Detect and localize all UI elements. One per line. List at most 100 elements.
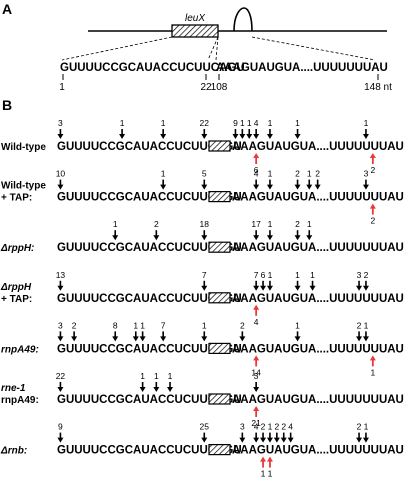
row-1-top-arrow-head	[246, 134, 253, 139]
row-2-bottom-count: 2	[370, 216, 375, 226]
pos-22: 22	[200, 82, 212, 93]
row-3-top-arrow-head	[112, 235, 119, 241]
terminator-hairpin	[233, 7, 253, 32]
row-3-top-count: 2	[154, 219, 159, 229]
row-3-top-arrow-head	[153, 235, 160, 241]
row-7-top-arrow-head	[362, 437, 369, 443]
row-7-top-arrow-head	[253, 437, 260, 443]
panel-a-seq-right: AAAGUAUGUA....UUUUUUUAU	[216, 62, 388, 74]
row-2-top-arrow-head	[306, 184, 313, 190]
row-6-top-count: 1	[140, 371, 145, 381]
row-1-top-arrow-head	[232, 134, 239, 139]
zoom-line-4	[251, 36, 376, 61]
row-5-top-arrow-head	[356, 336, 363, 342]
row-1-leux-box	[208, 140, 231, 152]
row-5-top-count: 2	[72, 320, 77, 330]
row-7-top-count: 2	[281, 422, 286, 432]
row-5-top-count: 8	[113, 320, 118, 330]
row-1-top-count: 1	[120, 118, 125, 128]
row-7-label: Δrnb:	[0, 446, 27, 457]
row-4-bottom-arrow-head	[253, 304, 260, 310]
row-3-seq-left: GUUUUCCGCAUACCUCUUCAGU	[57, 242, 242, 254]
row-4-label: + TAP:	[1, 294, 32, 305]
row-7-top-count: 2	[357, 422, 362, 432]
row-2-top-arrow-head	[294, 184, 301, 190]
row-3-seq-right: AAAGUAUGUA....UUUUUUUAU	[232, 242, 404, 254]
zoom-line-3	[215, 36, 219, 61]
row-6-top-count: 1	[168, 371, 173, 381]
row-5-bottom-count: 1	[370, 367, 375, 377]
row-6-leux-box	[208, 393, 231, 405]
row-1-top-count: 1	[268, 118, 273, 128]
row-7-top-arrow-head	[260, 437, 267, 443]
row-5-bottom-arrow-head	[369, 355, 376, 361]
row-1-seq-left: GUUUUCCGCAUACCUCUUCAGU	[57, 141, 242, 153]
row-4-seq-right: AAAGUAUGUA....UUUUUUUAU	[232, 293, 404, 305]
row-5-top-arrow-head	[132, 336, 139, 342]
row-2-seq-left: GUUUUCCGCAUACCUCUUCAGU	[57, 192, 242, 204]
row-7-top-arrow-head	[287, 437, 294, 443]
row-7-top-arrow-head	[57, 437, 64, 443]
row-1-top-count: 3	[58, 118, 63, 128]
row-4-bottom-count: 4	[254, 317, 259, 327]
row-3-top-arrow-head	[306, 235, 313, 241]
row-2-top-arrow-head	[266, 184, 273, 190]
row-5-top-count: 1	[364, 320, 369, 330]
row-5-label: rnpA49:	[1, 344, 39, 355]
row-5-leux-box	[208, 342, 231, 354]
row-5-bottom-count: 14	[251, 367, 261, 377]
row-7-bottom-count: 1	[261, 469, 266, 479]
row-2-top-count: 5	[202, 169, 207, 179]
row-1-top-count: 9	[233, 118, 238, 128]
row-4-top-arrow-head	[309, 285, 316, 291]
row-4-top-count: 1	[268, 270, 273, 280]
row-5-top-count: 2	[240, 320, 245, 330]
row-4-top-count: 3	[357, 270, 362, 280]
row-7-leux-box	[208, 444, 231, 456]
row-7-bottom-arrow-head	[266, 456, 273, 462]
row-2-label: + TAP:	[1, 193, 32, 204]
row-5-top-count: 1	[133, 320, 138, 330]
row-1-seq-right: AAAGUAUGUA....UUUUUUUAU	[232, 141, 404, 153]
row-6-label: rnpA49:	[1, 395, 39, 406]
row-7-seq-right: AAAGUAUGUA....UUUUUUUAU	[232, 445, 404, 457]
row-2-top-count: 1	[307, 169, 312, 179]
row-6-top-arrow-head	[167, 387, 174, 392]
row-2-top-count: 4	[254, 169, 259, 179]
panel-b-label: B	[2, 97, 12, 113]
row-5-bottom-arrow-head	[253, 355, 260, 361]
row-5-seq-right: AAAGUAUGUA....UUUUUUUAU	[232, 343, 404, 355]
row-1-top-arrow-head	[201, 134, 208, 139]
row-4-top-count: 7	[254, 270, 259, 280]
row-2-label: Wild-type	[1, 181, 46, 192]
row-5-top-arrow-head	[160, 336, 167, 342]
row-3-leux-box	[208, 241, 231, 253]
row-5-top-count: 1	[295, 320, 300, 330]
row-1-top-arrow-head	[294, 134, 301, 139]
row-3-top-count: 1	[113, 219, 118, 229]
panel-a-seq-left: GUUUUCCGCAUACCUCUUCAGU	[60, 62, 245, 74]
row-4-top-arrow-head	[253, 285, 260, 291]
row-2-top-arrow-head	[201, 184, 208, 190]
row-1-bottom-count: 6	[254, 165, 259, 175]
row-7-bottom-count: 1	[268, 469, 273, 479]
row-4-top-arrow-head	[57, 285, 64, 291]
row-1-top-count: 1	[295, 118, 300, 128]
row-5-top-arrow-head	[294, 336, 301, 342]
row-6-top-count: 3	[254, 371, 259, 381]
row-1-top-count: 1	[247, 118, 252, 128]
leux-box	[171, 24, 219, 38]
row-5-top-count: 3	[58, 320, 63, 330]
row-3-top-arrow-head	[266, 235, 273, 241]
row-5-top-count: 1	[140, 320, 145, 330]
row-7-top-count: 9	[58, 422, 63, 432]
row-2-top-count: 2	[315, 169, 320, 179]
row-7-bottom-arrow-head	[260, 456, 267, 462]
pos-108: 108	[211, 82, 228, 93]
row-1-top-arrow-head	[266, 134, 273, 139]
row-7-seq-left: GUUUUCCGCAUACCUCUUCAGU	[57, 445, 242, 457]
row-4-top-arrow-head	[260, 285, 267, 291]
row-3-top-arrow-head	[294, 235, 301, 241]
row-2-top-arrow-head	[362, 184, 369, 190]
